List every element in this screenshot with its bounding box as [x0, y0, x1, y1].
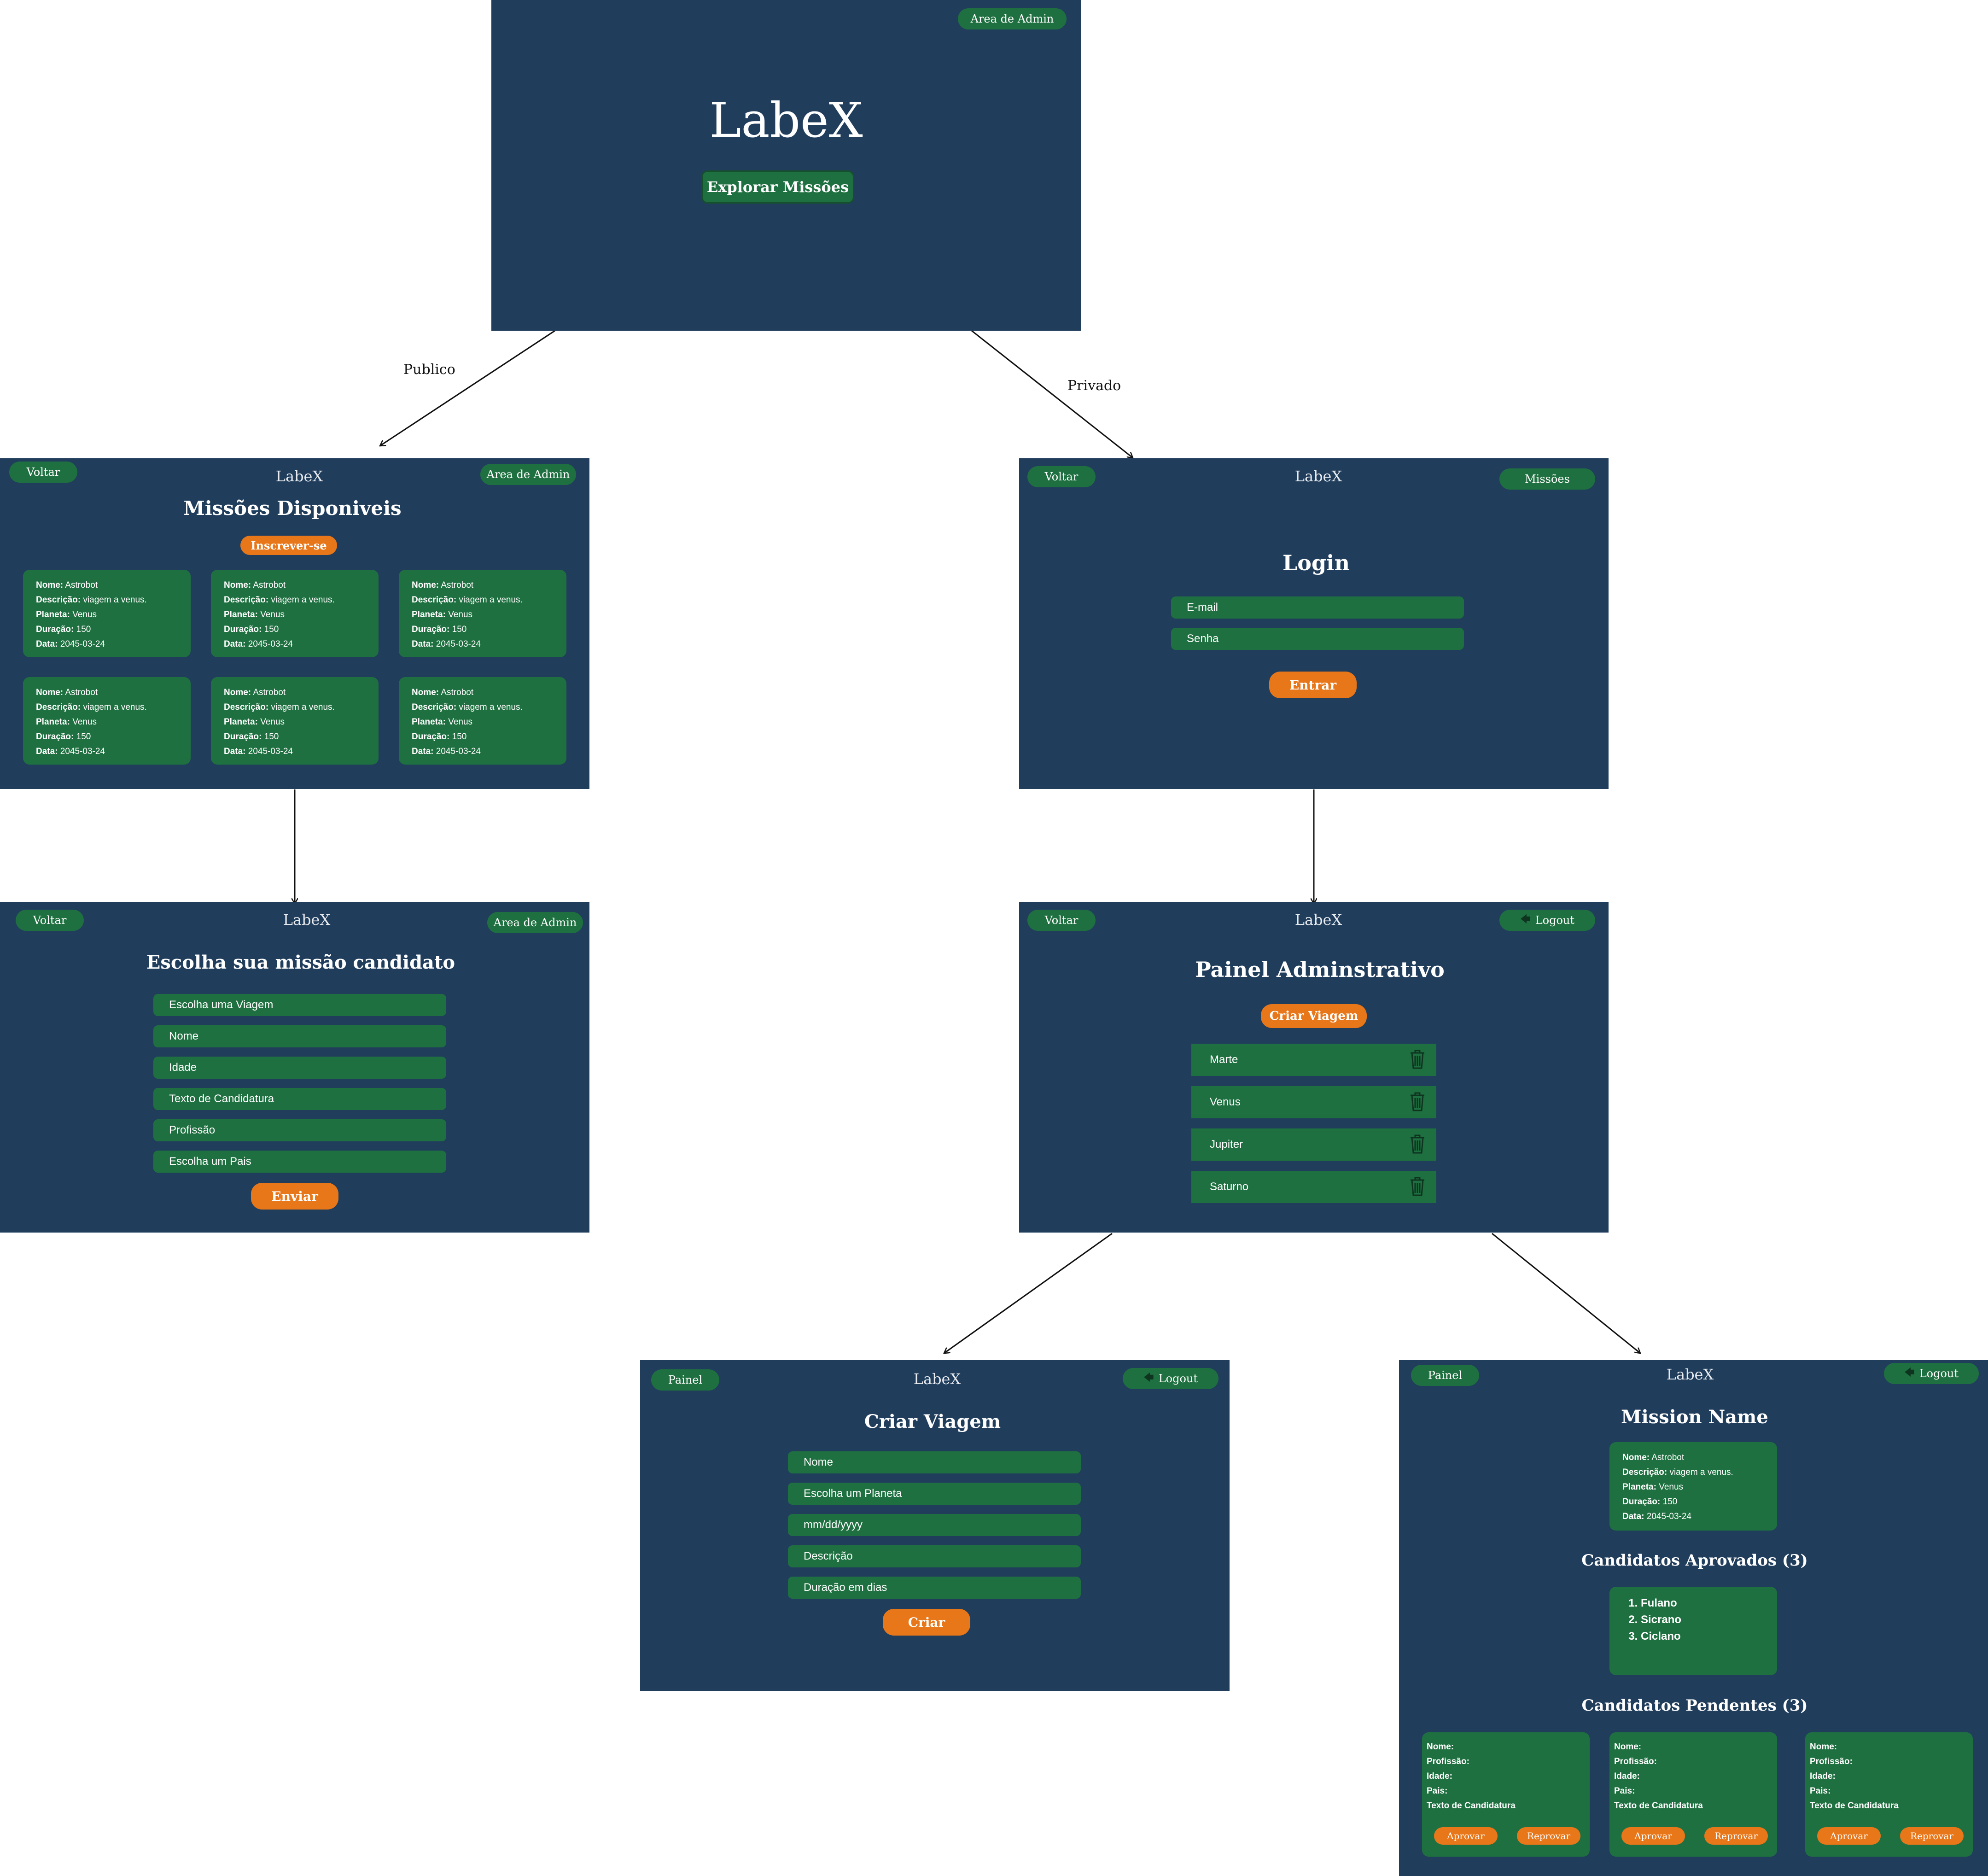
page-title: Mission Name — [1621, 1406, 1768, 1428]
trip-row[interactable]: Jupiter — [1191, 1128, 1436, 1161]
trash-icon[interactable] — [1410, 1176, 1425, 1197]
password-field[interactable]: Senha — [1171, 628, 1464, 650]
profession-field[interactable]: Profissão — [153, 1119, 446, 1141]
approved-candidate: Sicrano — [1641, 1612, 1764, 1628]
arrow-home-to-list — [380, 330, 555, 446]
page-title: Criar Viagem — [864, 1411, 1001, 1432]
application-text-field[interactable]: Texto de Candidatura — [153, 1088, 446, 1110]
trip-card[interactable]: Nome: Astrobot Descrição: viagem a venus… — [211, 570, 379, 657]
planet-select[interactable]: Escolha um Planeta — [788, 1483, 1081, 1505]
logo: LabeX — [709, 92, 863, 148]
page-title: Escolha sua missão candidato — [146, 952, 455, 973]
reject-button[interactable]: Reprovar — [1704, 1827, 1768, 1845]
arrow-panel-to-create — [944, 1233, 1113, 1353]
pending-candidate-card: Nome: Profissão: Idade: Pais: Texto de C… — [1609, 1732, 1777, 1857]
missions-button[interactable]: Missões — [1499, 468, 1595, 490]
logout-icon: 🡄 — [1904, 1367, 1915, 1379]
approve-button[interactable]: Aprovar — [1434, 1827, 1498, 1845]
page-title: Login — [1282, 550, 1350, 575]
trip-details-screen: Painel LabeX 🡄Logout Mission Name Nome: … — [1399, 1360, 1988, 1876]
pending-candidate-card: Nome: Profissão: Idade: Pais: Texto de C… — [1422, 1732, 1590, 1857]
country-select[interactable]: Escolha um Pais — [153, 1151, 446, 1173]
page-title: Painel Adminstrativo — [1195, 957, 1445, 982]
pending-candidate-card: Nome: Profissão: Idade: Pais: Texto de C… — [1805, 1732, 1973, 1857]
admin-area-button[interactable]: Area de Admin — [487, 912, 583, 933]
name-field[interactable]: Nome — [153, 1025, 446, 1047]
name-field[interactable]: Nome — [788, 1451, 1081, 1473]
admin-area-button[interactable]: Area de Admin — [958, 8, 1067, 29]
approved-title: Candidatos Aprovados (3) — [1581, 1551, 1808, 1570]
label-public: Publico — [403, 362, 455, 378]
back-button[interactable]: Voltar — [16, 910, 84, 931]
header-logo: LabeX — [1666, 1366, 1714, 1383]
admin-panel-screen: Voltar LabeX 🡄Logout Painel Adminstrativ… — [1019, 902, 1609, 1233]
explore-missions-button[interactable]: Explorar Missões — [701, 170, 854, 204]
trip-card[interactable]: Nome: Astrobot Descrição: viagem a venus… — [23, 570, 191, 657]
back-button[interactable]: Voltar — [1027, 466, 1096, 487]
subscribe-button[interactable]: Inscrever-se — [240, 536, 337, 555]
logout-button[interactable]: 🡄Logout — [1123, 1368, 1218, 1389]
trip-select[interactable]: Escolha uma Viagem — [153, 994, 446, 1016]
reject-button[interactable]: Reprovar — [1900, 1827, 1964, 1845]
approve-button[interactable]: Aprovar — [1817, 1827, 1881, 1845]
header-logo: LabeX — [283, 911, 331, 929]
header-logo: LabeX — [1294, 468, 1342, 485]
age-field[interactable]: Idade — [153, 1057, 446, 1079]
list-trips-screen: Voltar LabeX Area de Admin Missões Dispo… — [0, 458, 589, 789]
arrow-panel-to-details — [1492, 1233, 1640, 1353]
header-logo: LabeX — [1294, 911, 1342, 929]
panel-button[interactable]: Painel — [651, 1369, 719, 1391]
back-button[interactable]: Voltar — [9, 462, 77, 483]
header-logo: LabeX — [275, 468, 323, 485]
approved-candidate: Fulano — [1641, 1595, 1764, 1612]
header-logo: LabeX — [913, 1370, 961, 1388]
create-trip-screen: Painel LabeX 🡄Logout Criar Viagem Nome E… — [640, 1360, 1230, 1691]
create-trip-button[interactable]: Criar Viagem — [1261, 1004, 1367, 1028]
home-screen: Area de Admin LabeX Explorar Missões — [491, 0, 1081, 331]
logout-button[interactable]: 🡄Logout — [1884, 1363, 1979, 1384]
trash-icon[interactable] — [1410, 1134, 1425, 1154]
reject-button[interactable]: Reprovar — [1517, 1827, 1580, 1845]
admin-area-button[interactable]: Area de Admin — [480, 464, 576, 485]
trip-row[interactable]: Venus — [1191, 1086, 1436, 1118]
description-field[interactable]: Descrição — [788, 1545, 1081, 1567]
trash-icon[interactable] — [1410, 1049, 1425, 1069]
email-field[interactable]: E-mail — [1171, 596, 1464, 619]
login-screen: Voltar LabeX Missões Login E-mail Senha … — [1019, 458, 1609, 789]
back-button[interactable]: Voltar — [1027, 910, 1096, 931]
trip-row[interactable]: Saturno — [1191, 1171, 1436, 1203]
login-button[interactable]: Entrar — [1269, 672, 1357, 698]
panel-button[interactable]: Painel — [1411, 1365, 1479, 1386]
approved-candidate: Ciclano — [1641, 1628, 1764, 1645]
pending-title: Candidatos Pendentes (3) — [1581, 1696, 1808, 1715]
trash-icon[interactable] — [1410, 1092, 1425, 1112]
arrow-home-to-login — [971, 330, 1133, 458]
create-button[interactable]: Criar — [883, 1609, 970, 1636]
trip-card[interactable]: Nome: Astrobot Descrição: viagem a venus… — [211, 677, 379, 765]
logout-icon: 🡄 — [1520, 914, 1531, 925]
send-button[interactable]: Enviar — [251, 1183, 338, 1210]
trip-row[interactable]: Marte — [1191, 1044, 1436, 1076]
trip-card[interactable]: Nome: Astrobot Descrição: viagem a venus… — [399, 677, 566, 765]
logout-button[interactable]: 🡄Logout — [1499, 910, 1595, 931]
approved-list: Fulano Sicrano Ciclano — [1609, 1587, 1777, 1675]
trip-detail-card: Nome: Astrobot Descrição: viagem a venus… — [1609, 1442, 1777, 1531]
application-screen: Voltar LabeX Area de Admin Escolha sua m… — [0, 902, 589, 1233]
page-title: Missões Disponiveis — [183, 497, 402, 520]
logout-icon: 🡄 — [1143, 1372, 1154, 1384]
approve-button[interactable]: Aprovar — [1621, 1827, 1685, 1845]
duration-field[interactable]: Duração em dias — [788, 1577, 1081, 1599]
label-private: Privado — [1067, 378, 1121, 394]
date-field[interactable]: mm/dd/yyyy — [788, 1514, 1081, 1536]
trip-card[interactable]: Nome: Astrobot Descrição: viagem a venus… — [399, 570, 566, 657]
trip-card[interactable]: Nome: Astrobot Descrição: viagem a venus… — [23, 677, 191, 765]
